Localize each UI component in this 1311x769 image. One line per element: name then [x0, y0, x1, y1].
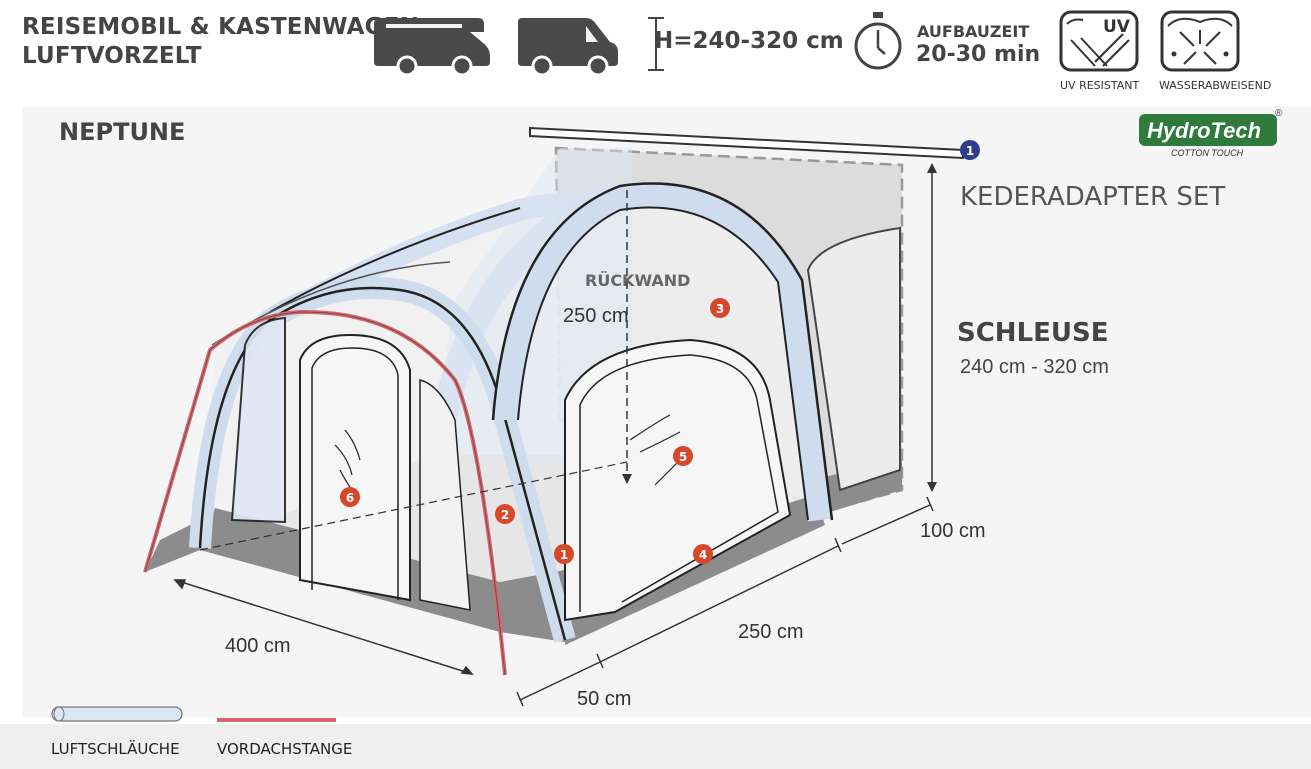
depth-label: 250 cm [738, 621, 804, 643]
air-tube-main-outline-b [517, 206, 809, 521]
model-name: NEPTUNE [59, 118, 186, 146]
header: REISEMOBIL & KASTENWAGEN LUFTVORZELT H=2… [0, 0, 1311, 100]
svg-text:6: 6 [346, 491, 354, 505]
side-door-left-inner [311, 347, 399, 600]
lock-range: 240 cm - 320 cm [960, 356, 1109, 378]
water-repellent-icon [1160, 10, 1240, 72]
svg-text:HydroTech: HydroTech [1147, 118, 1261, 143]
air-tube-main [493, 183, 832, 522]
air-tube-front-outline [198, 286, 567, 641]
height-label: 250 cm [563, 305, 629, 327]
canopy-pole-outline [144, 311, 506, 676]
setup-time-label: AUFBAUZEIT [917, 22, 1030, 41]
legend-air-tubes: LUFTSCHLÄUCHE [51, 740, 180, 758]
air-tube-main-outline-a [491, 182, 834, 521]
air-tube-rear [289, 193, 601, 316]
water-repellent-label: WASSERABWEISEND [1159, 79, 1272, 92]
height-spec: H=240-320 cm [654, 28, 844, 54]
svg-text:®: ® [1275, 108, 1283, 119]
roof-ridge [269, 207, 521, 313]
floor-diagonal [199, 461, 628, 551]
footer-bar [0, 724, 1311, 769]
side-door-left [299, 333, 411, 602]
hydrotech-logo: HydroTech COTTON TOUCH ® [1139, 108, 1283, 158]
product-category-title: REISEMOBIL & KASTENWAGEN [22, 14, 420, 40]
kederadapter-label: KEDERADAPTER SET [960, 182, 1226, 212]
markers: 1 2 3 4 5 6 [340, 298, 730, 564]
lock-side-arch [806, 226, 901, 492]
van-icon [518, 18, 618, 76]
side-window-left [230, 316, 286, 524]
uv-icon: UV [1059, 10, 1139, 72]
air-tube-legend-icon [51, 706, 183, 722]
length-label: 400 cm [225, 635, 291, 657]
product-type-title: LUFTVORZELT [22, 43, 202, 69]
kederadapter-rail [529, 126, 964, 160]
marker-adapter [960, 140, 980, 160]
front-door-inner [579, 354, 779, 612]
lock-title: SCHLEUSE [957, 318, 1109, 348]
skirt-far-left [145, 520, 200, 572]
svg-text:3: 3 [716, 302, 724, 316]
canopy-depth-label: 50 cm [577, 688, 631, 710]
svg-text:COTTON TOUCH: COTTON TOUCH [1171, 148, 1244, 158]
uv-mark: UV [1103, 17, 1131, 37]
motorhome-icon [374, 18, 490, 76]
svg-text:4: 4 [699, 548, 707, 562]
svg-text:2: 2 [501, 508, 509, 522]
front-door [564, 338, 792, 622]
setup-time-value: 20-30 min [916, 42, 1041, 67]
stopwatch-icon [854, 12, 902, 70]
dim-ticks [516, 496, 934, 707]
svg-text:5: 5 [679, 450, 687, 464]
uv-resistant-label: UV RESISTANT [1060, 79, 1140, 92]
lock-depth-label: 100 cm [920, 520, 986, 542]
svg-text:1: 1 [560, 548, 568, 562]
rear-wall-label: RÜCKWAND [585, 271, 690, 290]
dim-arrows [173, 504, 931, 701]
side-panel-right [419, 379, 471, 611]
height-icon [648, 17, 664, 71]
legend-canopy-pole: VORDACHSTANGE [217, 740, 353, 758]
canopy-pole-legend-icon [217, 718, 336, 722]
svg-text:1: 1 [966, 144, 974, 158]
